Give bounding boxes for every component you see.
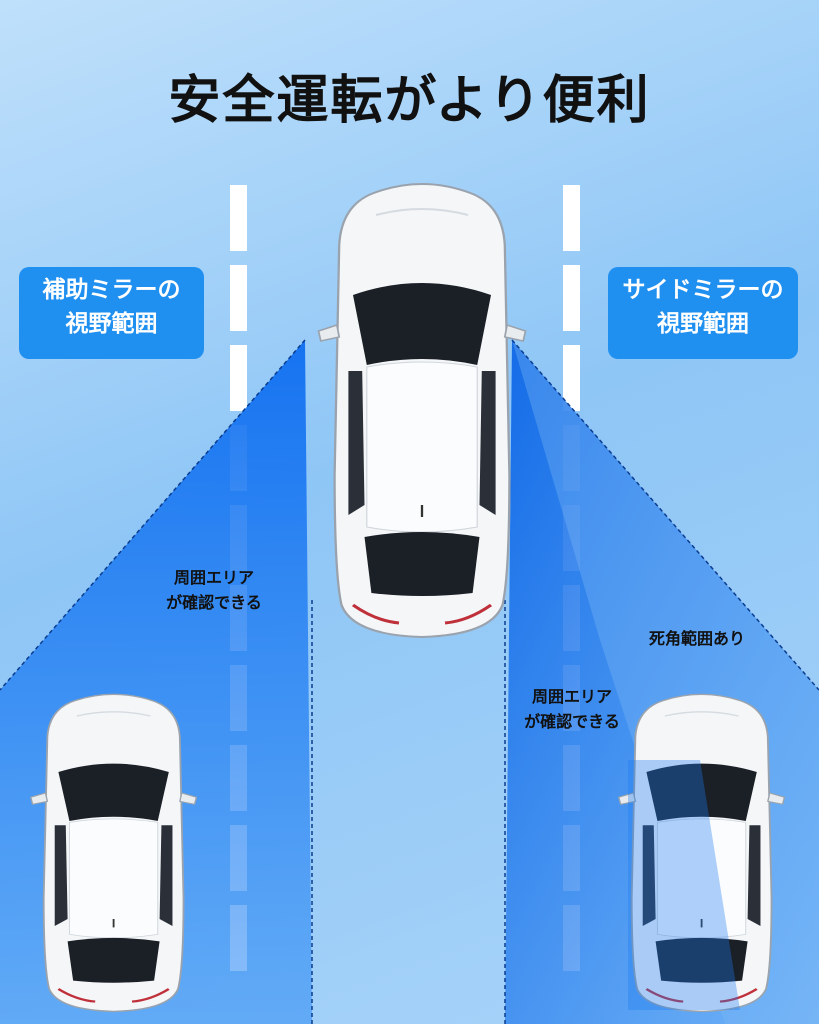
right-guide-line xyxy=(511,339,819,691)
auxiliary-mirror-badge-line1: 補助ミラーの xyxy=(42,277,181,303)
page-title: 安全運転がより便利 xyxy=(168,71,651,131)
blind-spot-note: 死角範囲あり xyxy=(648,629,745,648)
right-area-note-line2: が確認できる xyxy=(524,712,620,731)
main-car xyxy=(316,182,528,639)
side-mirror-badge-line2: 視野範囲 xyxy=(657,311,749,337)
left-guide-line xyxy=(0,339,306,691)
blind-spot-overlay xyxy=(628,760,740,1010)
left-rear-car xyxy=(29,692,198,1013)
right-area-note-line1: 周囲エリア xyxy=(531,687,612,706)
side-mirror-badge-line1: サイドミラーの xyxy=(622,277,784,303)
right-area-note: 周囲エリア が確認できる xyxy=(508,684,636,734)
side-mirror-badge: サイドミラーの 視野範囲 xyxy=(608,267,798,359)
auxiliary-mirror-badge: 補助ミラーの 視野範囲 xyxy=(19,267,204,359)
left-area-note-line2: が確認できる xyxy=(166,593,262,612)
left-area-note-line1: 周囲エリア xyxy=(173,568,254,587)
auxiliary-mirror-badge-line2: 視野範囲 xyxy=(65,311,158,337)
left-area-note: 周囲エリア が確認できる xyxy=(150,565,278,615)
